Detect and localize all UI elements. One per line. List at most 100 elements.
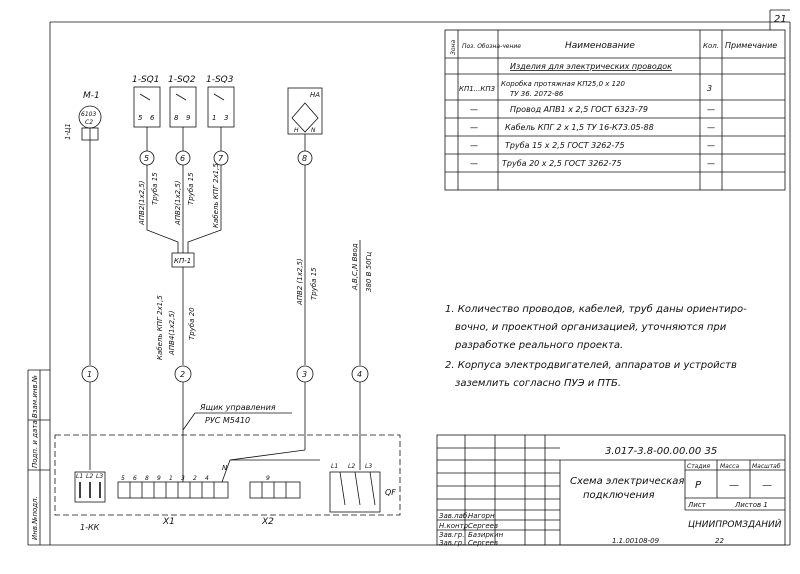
svg-text:5: 5 <box>144 154 149 163</box>
svg-text:3: 3 <box>302 370 307 379</box>
side-stamp-inv: Инв.№подл. <box>31 496 39 540</box>
terminal-block-x1: 5 6 8 9 1 3 2 4 N X1 <box>117 464 229 527</box>
svg-text:Базиркин: Базиркин <box>468 531 504 539</box>
svg-text:1: 1 <box>169 475 173 482</box>
limit-switch-sq3: 1-SQ3 1 3 <box>206 75 235 151</box>
svg-text:6: 6 <box>133 475 137 482</box>
motor-label: M-1 <box>83 91 100 101</box>
motor-m1: M-1 6103 C2 <box>78 91 102 365</box>
svg-text:Схема электрическая: Схема электрическая <box>570 476 684 487</box>
svg-text:Провод АПВ1 х 2,5 ГОСТ 6323-79: Провод АПВ1 х 2,5 ГОСТ 6323-79 <box>510 105 648 114</box>
svg-text:—: — <box>470 159 478 168</box>
cable-marker-3: 3 <box>296 365 314 383</box>
svg-text:2: 2 <box>193 475 197 482</box>
cable-marker-6: 6 <box>175 150 191 166</box>
svg-text:6: 6 <box>180 154 185 163</box>
svg-text:КП1...КП3: КП1...КП3 <box>459 85 495 93</box>
svg-text:Зав.гр.: Зав.гр. <box>439 539 464 547</box>
cable-marker-8: 8 <box>297 150 313 166</box>
svg-text:4: 4 <box>205 475 209 482</box>
svg-text:Поз. Обозна-чение: Поз. Обозна-чение <box>462 43 521 50</box>
svg-text:L3: L3 <box>365 463 372 470</box>
side-stamp-replace: Взам.инв.№ <box>31 375 39 418</box>
svg-text:Сергеев: Сергеев <box>468 522 498 530</box>
svg-text:8: 8 <box>302 154 307 163</box>
svg-text:—: — <box>470 105 478 114</box>
svg-text:HA: HA <box>310 91 320 99</box>
svg-text:1-КК: 1-КК <box>80 523 100 532</box>
c2-cable1: Кабель КПГ 2х1,5 <box>156 295 164 360</box>
c3-pipe: Труба 15 <box>310 267 318 300</box>
svg-text:7: 7 <box>218 154 224 163</box>
svg-text:—: — <box>470 123 478 132</box>
svg-text:ЦНИИПРОМЗДАНИЙ: ЦНИИПРОМЗДАНИЙ <box>688 518 782 530</box>
svg-text:N: N <box>311 127 316 134</box>
svg-text:КП-1: КП-1 <box>174 257 191 265</box>
svg-text:Масштаб: Масштаб <box>752 463 781 470</box>
svg-text:Зав.лаб.: Зав.лаб. <box>439 512 469 520</box>
c2-pipe: Труба 20 <box>188 307 196 340</box>
svg-text:L3: L3 <box>96 473 103 480</box>
svg-text:—: — <box>729 480 739 491</box>
limit-switch-sq2: 1-SQ2 8 9 <box>168 75 197 151</box>
c7-cable: Кабель КПГ 2х1,5 <box>212 163 220 228</box>
c5-pipe: Труба 15 <box>151 172 159 205</box>
svg-text:Листов 1: Листов 1 <box>734 501 768 509</box>
svg-text:N: N <box>222 464 228 472</box>
svg-text:H: H <box>294 127 299 134</box>
footer-page: 22 <box>715 537 724 545</box>
c4-voltage: 380 В 50Гц <box>365 252 373 292</box>
svg-text:Кол.: Кол. <box>703 42 719 50</box>
c4-cable: А,В,С,N Ввод <box>351 243 359 291</box>
svg-text:—: — <box>707 123 715 132</box>
svg-text:Сергеев: Сергеев <box>468 539 498 547</box>
c3-cable: АПВ2 (1х2,5) <box>296 258 304 306</box>
c5-cable: АПВ2(1х2,5) <box>138 180 146 226</box>
junction-box-kp1: КП-1 <box>171 252 195 268</box>
svg-text:2: 2 <box>180 370 185 379</box>
svg-text:Стадия: Стадия <box>687 463 710 470</box>
svg-text:2. Корпуса электродвигателей,: 2. Корпуса электродвигателей, аппаратов … <box>445 360 737 371</box>
motor-inner-1: 6103 <box>81 111 96 118</box>
svg-text:9: 9 <box>186 114 191 122</box>
control-box-title: Ящик управления <box>199 403 276 412</box>
svg-text:—: — <box>762 480 772 491</box>
svg-text:3: 3 <box>224 114 228 122</box>
svg-text:5: 5 <box>138 114 143 122</box>
terminal-block-x2: 9 X2 <box>249 475 301 527</box>
x2-pin: 9 <box>266 475 270 482</box>
svg-text:Нагорн: Нагорн <box>468 512 495 520</box>
cable-marker-7: 7 <box>213 150 229 166</box>
svg-text:5: 5 <box>121 475 125 482</box>
svg-text:Масса: Масса <box>720 463 739 470</box>
svg-text:—: — <box>470 141 478 150</box>
cable-marker-5: 5 <box>139 150 155 166</box>
svg-text:8: 8 <box>174 114 179 122</box>
sheet-number: 21 <box>774 14 787 25</box>
svg-text:Изделия для электрических пров: Изделия для электрических проводок <box>510 62 672 71</box>
limit-switch-sq1: 1-SQ1 5 6 <box>132 75 161 151</box>
notes: 1. Количество проводов, кабелей, труб да… <box>445 303 747 389</box>
side-stamp-sign: Подп. и дата <box>31 420 39 468</box>
motor-inner-2: C2 <box>85 119 93 126</box>
cable-marker-4: 4 <box>351 365 369 383</box>
svg-text:заземлить согласно ПУЭ и ПТБ.: заземлить согласно ПУЭ и ПТБ. <box>455 378 621 389</box>
svg-text:Труба 20 х 2,5 ГОСТ 3262-75: Труба 20 х 2,5 ГОСТ 3262-75 <box>502 159 622 168</box>
svg-text:L2: L2 <box>348 463 355 470</box>
svg-text:—: — <box>707 105 715 114</box>
c2-cable2: АПВ4(1х2,5) <box>168 310 176 356</box>
motor-side-label: 1-Ц1 <box>64 123 72 140</box>
svg-text:Примечание: Примечание <box>725 41 777 50</box>
svg-text:1. Количество проводов, кабеле: 1. Количество проводов, кабелей, труб да… <box>445 303 747 315</box>
svg-text:1-SQ2: 1-SQ2 <box>168 75 196 85</box>
svg-text:1-SQ3: 1-SQ3 <box>206 75 234 85</box>
footer-code: 1.1.00108-09 <box>612 537 660 545</box>
title-block: 3.017-3.8-00.00.00 35 Схема электрическа… <box>436 434 786 547</box>
svg-text:Р: Р <box>695 480 702 491</box>
control-box-model: РУС М5410 <box>205 416 250 425</box>
circuit-breaker-qf: L1 L2 L3 QF <box>329 463 396 513</box>
svg-text:Зав.гр.: Зав.гр. <box>439 531 464 539</box>
c6-cable: АПВ2(1х2,5) <box>174 180 182 226</box>
svg-text:Зона: Зона <box>450 40 457 55</box>
cable-marker-1: 1 <box>81 365 99 383</box>
